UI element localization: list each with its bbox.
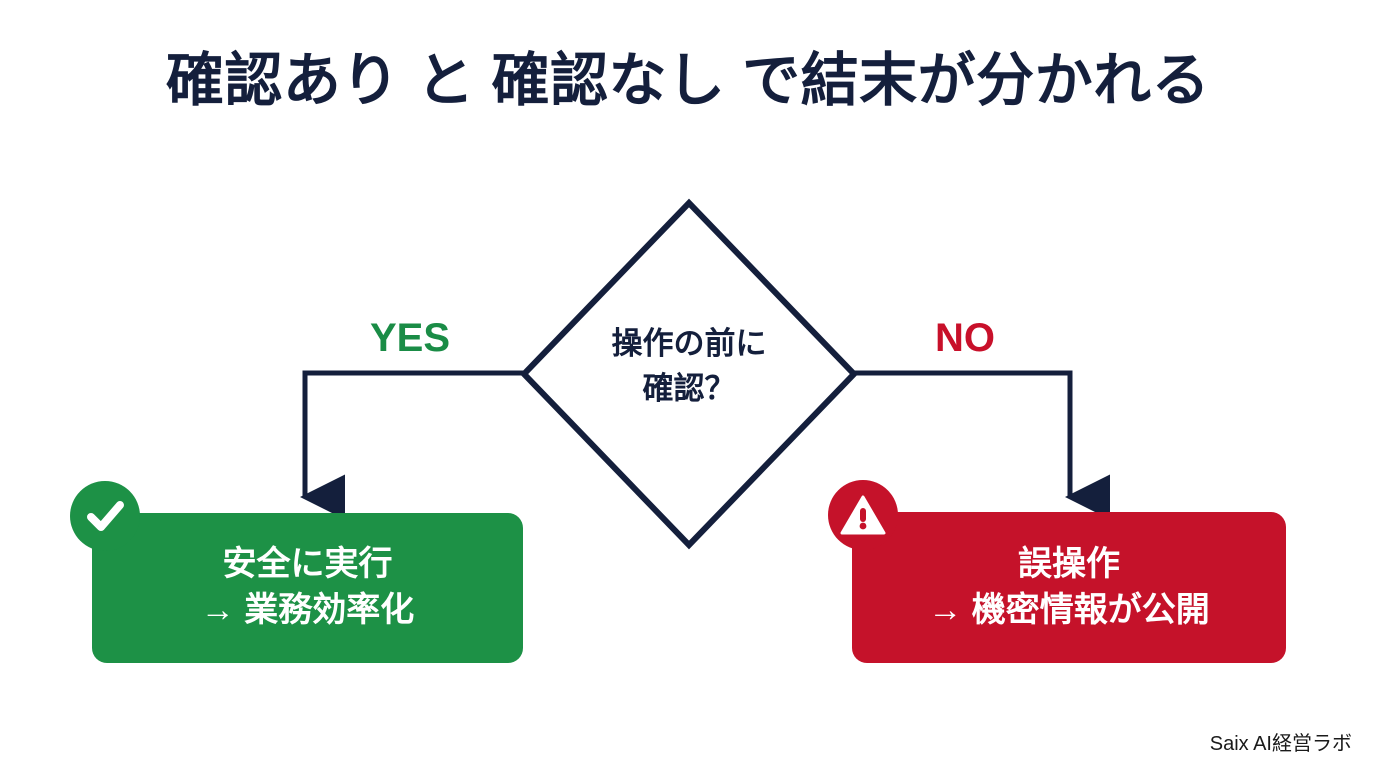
page-title: 確認あり と 確認なし で結末が分かれる [165,48,1211,113]
decision-label-line-2: 確認？ [642,370,736,406]
outcome-risk-line-1: 誤操作 [1018,544,1120,583]
decision-diamond [519,198,859,550]
outcome-risk-line-2: → 機密情報が公開 [928,590,1210,629]
footer-credit: Saix AI経営ラボ [1209,733,1352,755]
decision-label-line-1: 操作の前に [611,326,767,361]
branch-label-no: NO [935,316,995,360]
connector-yes [300,370,524,520]
outcome-card-risk: 誤操作 → 機密情報が公開 [852,512,1286,663]
branch-label-yes: YES [369,316,451,360]
connector-no [854,370,1110,520]
warning-triangle-icon [828,480,898,550]
outcome-card-safe: 安全に実行 → 業務効率化 [92,513,523,663]
check-icon [70,481,140,551]
outcome-safe-line-1: 安全に実行 [222,545,393,584]
decision-label: 操作の前に 確認？ [559,322,819,412]
outcome-safe-line-2: → 業務効率化 [200,591,415,629]
